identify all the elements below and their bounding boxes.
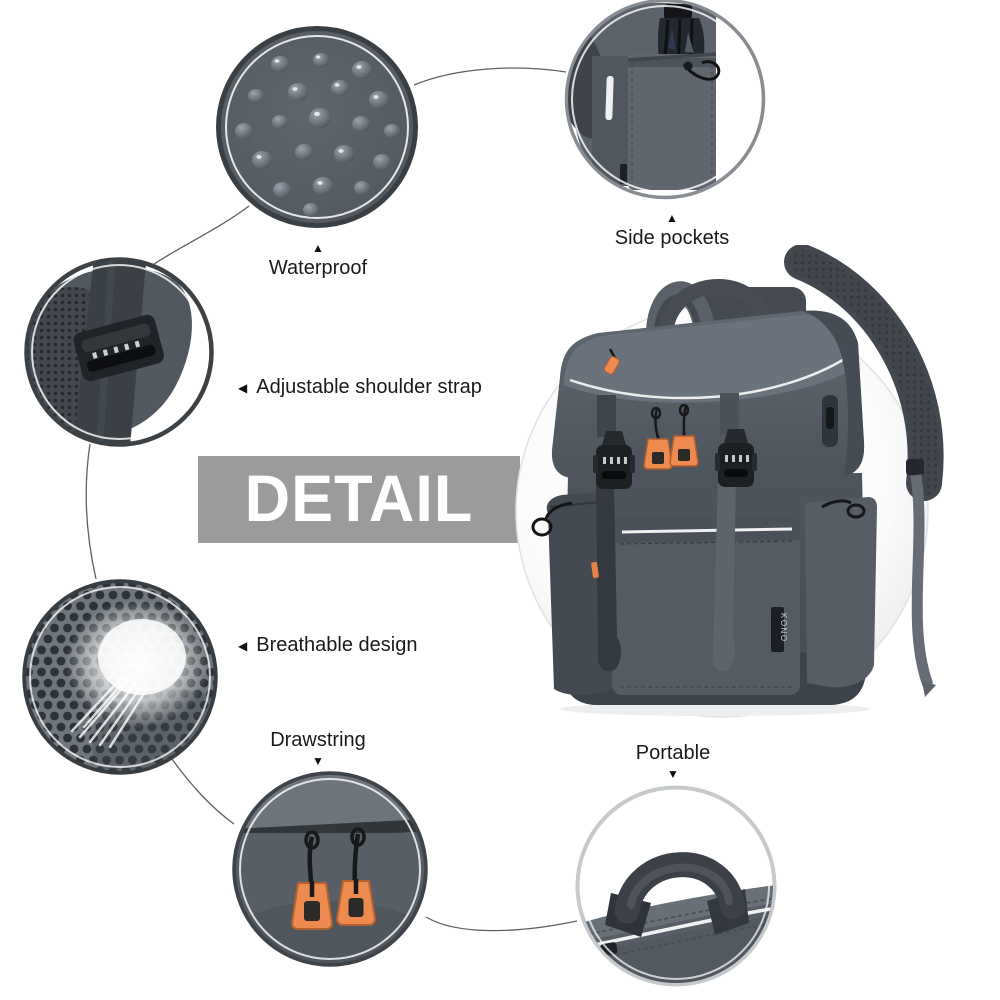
connector-midleft-bottomleft	[85, 443, 97, 580]
mini-brand-tag	[620, 164, 627, 184]
reflective-stripe	[621, 527, 793, 534]
feature-label-breathable: ◀ Breathable design	[238, 634, 417, 657]
arrow-up-icon: ▲	[312, 241, 324, 255]
main-pocket	[620, 52, 717, 190]
feature-circle-portable	[575, 785, 777, 987]
flap-zipper	[569, 356, 847, 400]
feature-label-drawstring: Drawstring ▼	[218, 729, 418, 767]
backpack-hero: KONO	[515, 245, 944, 718]
upper-strap-left	[597, 395, 616, 437]
feature-label-text: Waterproof	[268, 257, 368, 279]
feature-label-side-pockets: ▲ Side pockets	[572, 212, 772, 249]
airflow-fibers	[70, 673, 150, 749]
side-pocket-right	[805, 497, 877, 688]
feature-label-waterproof: ▲ Waterproof	[218, 242, 418, 279]
feature-label-adjustable-strap: ◀ Adjustable shoulder strap	[238, 376, 482, 399]
flap-zipper-pull	[603, 356, 620, 375]
carry-handle	[658, 279, 774, 338]
flap	[551, 310, 865, 478]
strap-adjuster-buckle	[73, 314, 164, 382]
connector-topleft-midleft	[153, 205, 250, 265]
arrow-up-icon: ▲	[666, 211, 678, 225]
buckle-right	[715, 429, 757, 487]
brand-tag: KONO	[771, 607, 788, 652]
drawstring-cord-left	[544, 501, 573, 520]
feature-label-text: Breathable design	[256, 634, 418, 656]
shoulder-strap-right	[784, 245, 944, 697]
feature-circle-side-pockets	[564, 0, 766, 200]
reflective-stripe	[605, 76, 614, 121]
arrow-down-icon: ▼	[667, 767, 679, 781]
feature-label-text: Portable	[635, 742, 711, 764]
feature-circle-drawstring	[232, 771, 428, 967]
detail-banner-title: DETAIL	[244, 462, 474, 536]
connector-topleft-topright	[413, 67, 567, 86]
flap-rolled-edge	[802, 310, 865, 476]
water-droplets	[235, 53, 400, 217]
zipper-pulls-center	[643, 403, 699, 470]
strap-webbing-tail	[910, 474, 934, 687]
brand-tag-text: KONO	[779, 613, 788, 643]
carry-handle-detail	[605, 852, 749, 937]
flap-top-pocket	[564, 314, 850, 403]
arrow-down-icon: ▼	[312, 754, 324, 768]
feature-circle-adjustable-strap	[24, 257, 214, 447]
bag-shadow	[560, 702, 870, 716]
backpack: KONO	[531, 245, 944, 705]
feature-label-text: Adjustable shoulder strap	[256, 376, 482, 398]
cord-toggle-orange	[591, 561, 599, 579]
arrow-left-icon: ◀	[238, 380, 248, 395]
feature-label-text: Side pockets	[614, 227, 730, 249]
front-strap-right	[712, 477, 736, 672]
detail-banner: DETAIL	[198, 456, 520, 543]
connector-bottomleft-bottomcenter	[168, 754, 235, 825]
upper-strap-right	[720, 393, 739, 435]
buckle-left	[593, 431, 635, 489]
front-strap-left	[596, 478, 621, 672]
feature-label-text: Drawstring	[270, 729, 366, 751]
feature-circle-waterproof	[216, 26, 418, 228]
arrow-left-icon: ◀	[238, 638, 248, 653]
connector-bottomcenter-bottomright	[425, 916, 578, 932]
feature-label-portable: Portable ▼	[573, 742, 773, 780]
feature-circle-breathable	[22, 579, 218, 775]
front-pocket	[612, 517, 800, 695]
drawstring-cord-right	[821, 499, 852, 509]
pocket-drawstring	[682, 60, 721, 81]
drawstring-pulls	[290, 827, 377, 930]
